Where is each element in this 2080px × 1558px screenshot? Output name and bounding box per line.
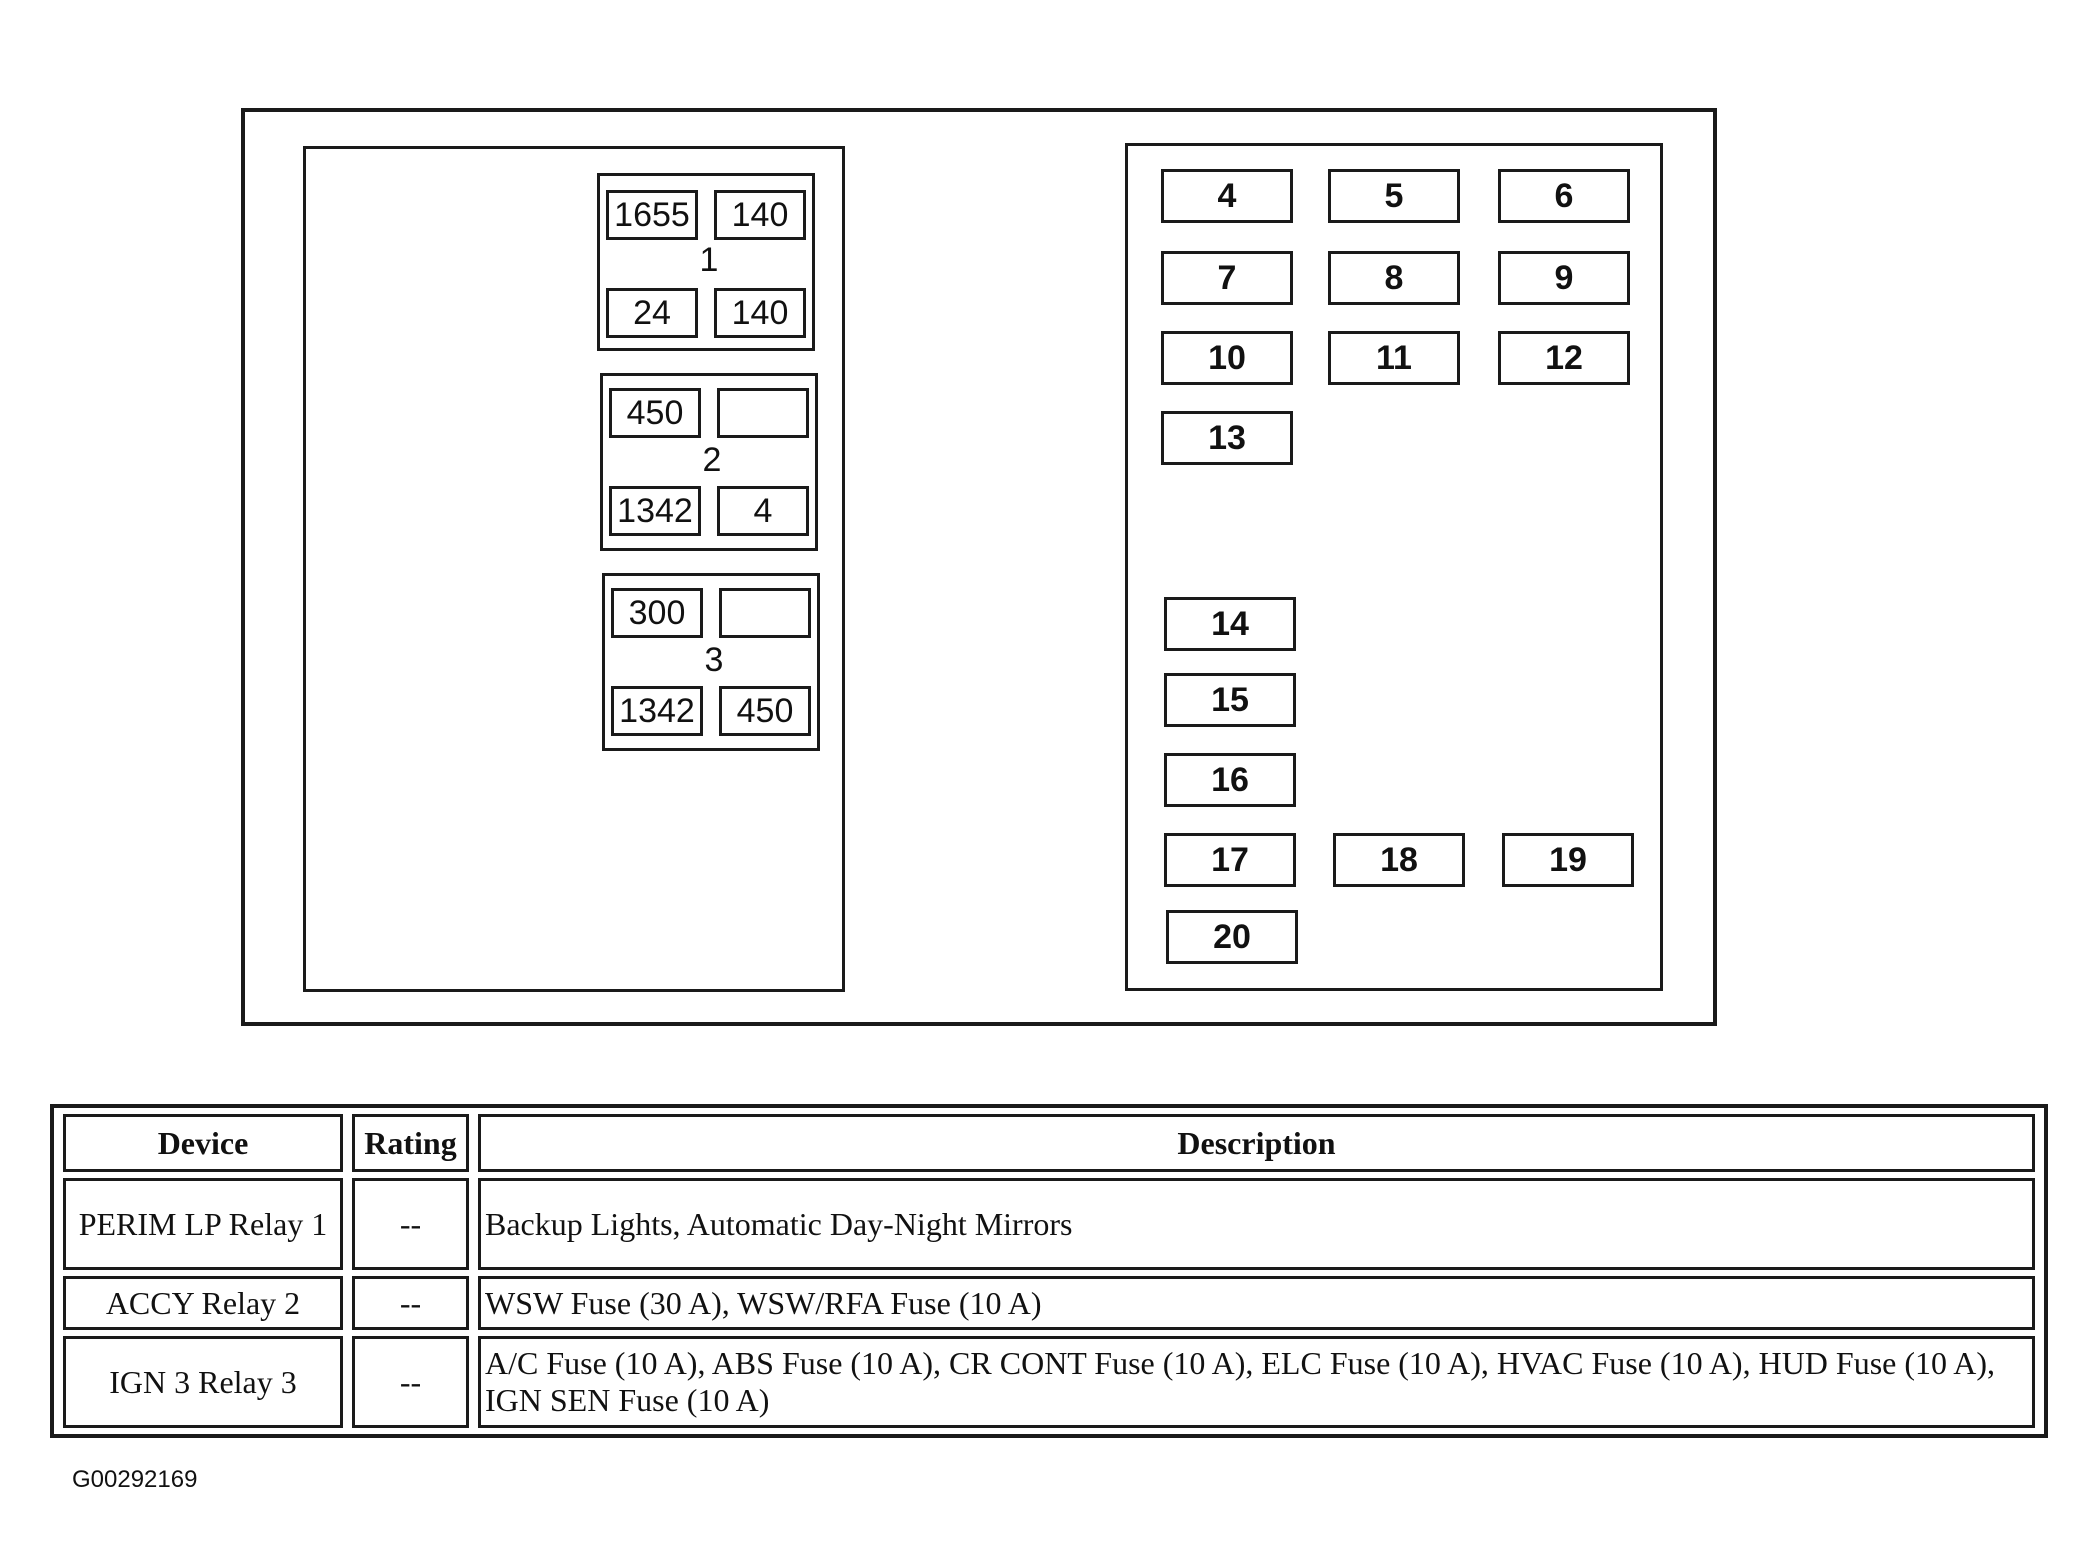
fuse-8: 8	[1328, 251, 1460, 305]
relay-3-terminal-bottom-left: 1342	[611, 686, 703, 736]
fuse-9: 9	[1498, 251, 1630, 305]
figure-id: G00292169	[72, 1466, 198, 1493]
relay-2-terminal-top-right	[717, 388, 809, 438]
relay-3-terminal-top-right	[719, 588, 811, 638]
table-row: PERIM LP Relay 1 -- Backup Lights, Autom…	[63, 1178, 2035, 1270]
relay-1-terminal-bottom-left: 24	[606, 288, 698, 338]
rating-cell: --	[352, 1178, 469, 1270]
fuse-16: 16	[1164, 753, 1296, 807]
relay-description-table: Device Rating Description PERIM LP Relay…	[50, 1104, 2048, 1438]
relay-block-3: 300 3 1342 450	[602, 573, 820, 751]
relay-2-number: 2	[702, 441, 722, 479]
relay-3-number: 3	[704, 641, 724, 679]
description-cell: A/C Fuse (10 A), ABS Fuse (10 A), CR CON…	[478, 1336, 2035, 1428]
fuse-14: 14	[1164, 597, 1296, 651]
table-row: ACCY Relay 2 -- WSW Fuse (30 A), WSW/RFA…	[63, 1276, 2035, 1330]
fuse-11: 11	[1328, 331, 1460, 385]
device-cell: IGN 3 Relay 3	[63, 1336, 343, 1428]
description-cell: WSW Fuse (30 A), WSW/RFA Fuse (10 A)	[478, 1276, 2035, 1330]
fuse-5: 5	[1328, 169, 1460, 223]
table-header-row: Device Rating Description	[63, 1114, 2035, 1172]
fuse-13: 13	[1161, 411, 1293, 465]
relay-block-2: 450 2 1342 4	[600, 373, 818, 551]
relay-3-terminal-bottom-right: 450	[719, 686, 811, 736]
fuse-19: 19	[1502, 833, 1634, 887]
relay-1-terminal-top-right: 140	[714, 190, 806, 240]
relay-panel: 1655 140 1 24 140 450 2 1342 4 300 3 134…	[303, 146, 845, 992]
header-description: Description	[478, 1114, 2035, 1172]
header-device: Device	[63, 1114, 343, 1172]
fuse-18: 18	[1333, 833, 1465, 887]
description-cell: Backup Lights, Automatic Day-Night Mirro…	[478, 1178, 2035, 1270]
device-cell: ACCY Relay 2	[63, 1276, 343, 1330]
relay-2-terminal-bottom-right: 4	[717, 486, 809, 536]
fuse-4: 4	[1161, 169, 1293, 223]
fuse-panel: 4 5 6 7 8 9 10 11 12 13 14 15 16 17 18 1…	[1125, 143, 1663, 991]
relay-1-terminal-top-left: 1655	[606, 190, 698, 240]
fuse-12: 12	[1498, 331, 1630, 385]
table-row: IGN 3 Relay 3 -- A/C Fuse (10 A), ABS Fu…	[63, 1336, 2035, 1428]
relay-2-terminal-bottom-left: 1342	[609, 486, 701, 536]
relay-1-number: 1	[699, 241, 719, 279]
fuse-6: 6	[1498, 169, 1630, 223]
fuse-block-outline	[241, 108, 1717, 1026]
relay-block-1: 1655 140 1 24 140	[597, 173, 815, 351]
fuse-10: 10	[1161, 331, 1293, 385]
header-rating: Rating	[352, 1114, 469, 1172]
relay-2-terminal-top-left: 450	[609, 388, 701, 438]
fuse-15: 15	[1164, 673, 1296, 727]
fuse-17: 17	[1164, 833, 1296, 887]
fuse-7: 7	[1161, 251, 1293, 305]
device-cell: PERIM LP Relay 1	[63, 1178, 343, 1270]
rating-cell: --	[352, 1276, 469, 1330]
relay-3-terminal-top-left: 300	[611, 588, 703, 638]
fuse-20: 20	[1166, 910, 1298, 964]
rating-cell: --	[352, 1336, 469, 1428]
relay-1-terminal-bottom-right: 140	[714, 288, 806, 338]
